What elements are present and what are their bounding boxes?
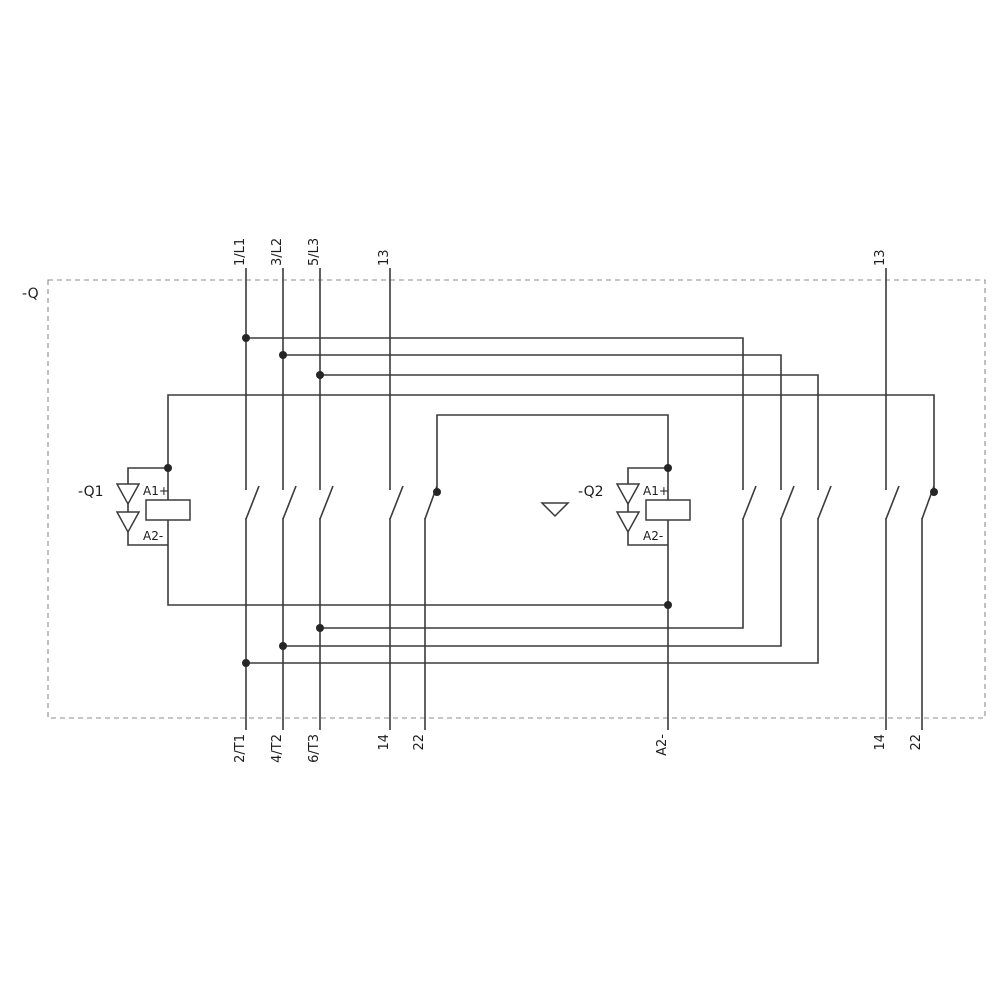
contactor-q2-ref: -Q2 [578,484,604,500]
junction-dot [433,488,441,496]
wire [127,467,168,546]
coil-terminal-a1-q1: A1+ [143,484,169,498]
diode-icon [115,483,141,506]
main-power-wires [245,268,819,730]
main-contact-icon [817,485,832,520]
terminal-label-22-q1: 22 [412,734,427,751]
coil-terminal-a2-q1: A2- [143,529,163,543]
junction-dot [279,642,287,650]
coil-terminal-a2-q2: A2- [643,529,663,543]
terminal-label-13-q1: 13 [377,249,392,266]
junction-dot [279,351,287,359]
wire [283,354,782,490]
coil-terminal-a1-q2: A1+ [643,484,669,498]
terminal-label-4t2: 4/T2 [270,734,285,763]
wire [167,394,935,500]
auxiliary-contact-wires [389,268,923,730]
terminal-label-6t3: 6/T3 [307,734,322,763]
wire [283,518,782,647]
wire [627,467,668,546]
enclosure-border [47,279,986,719]
main-contact-icon [742,485,757,520]
junction-dot [242,659,250,667]
wire [320,518,744,629]
diode-icon [615,511,641,534]
junction-dot [664,464,672,472]
main-contact-icon [319,485,334,520]
main-contact-icon [282,485,297,520]
top-terminal-labels: 1/L1 3/L2 5/L3 13 13 [233,238,888,266]
contactor-q1-labels: -Q1 A1+ A2- [78,484,169,543]
contactor-q1-coil-group [115,467,191,546]
junction-dot [164,464,172,472]
junction-dots [164,334,938,667]
wire [320,374,819,490]
aux-no-contact-icon [885,485,900,520]
terminal-label-5l3: 5/L3 [307,238,322,266]
coil-circuit-wires [167,394,935,730]
wire [246,518,819,664]
diode-icon [615,483,641,506]
junction-dot [930,488,938,496]
wire [167,520,668,606]
junction-dot [242,334,250,342]
coil-symbol [645,499,691,521]
terminal-label-22-q2: 22 [909,734,924,751]
coil-symbol [145,499,191,521]
contactor-q1-ref: -Q1 [78,484,104,500]
diode-icon [115,511,141,534]
enclosure-label: -Q [22,286,39,302]
contactor-q2-coil-group [615,467,691,546]
wire [436,414,669,500]
main-contact-icon [780,485,795,520]
junction-dot [316,371,324,379]
terminal-label-3l2: 3/L2 [270,238,285,266]
terminal-label-2t1: 2/T1 [233,734,248,763]
terminal-label-14-q1: 14 [377,734,392,751]
wire [246,337,744,490]
terminal-label-14-q2: 14 [873,734,888,751]
contactor-q2-labels: -Q2 A1+ A2- [578,484,669,543]
terminal-label-a2: A2- [655,734,670,756]
mechanical-interlock-icon [540,502,570,518]
junction-dot [664,601,672,609]
bottom-terminal-labels: 2/T1 4/T2 6/T3 14 22 A2- 14 22 [233,734,924,763]
main-contact-icon [245,485,260,520]
terminal-label-13-q2: 13 [873,249,888,266]
junction-dot [316,624,324,632]
terminal-label-1l1: 1/L1 [233,238,248,266]
aux-no-contact-icon [389,485,404,520]
